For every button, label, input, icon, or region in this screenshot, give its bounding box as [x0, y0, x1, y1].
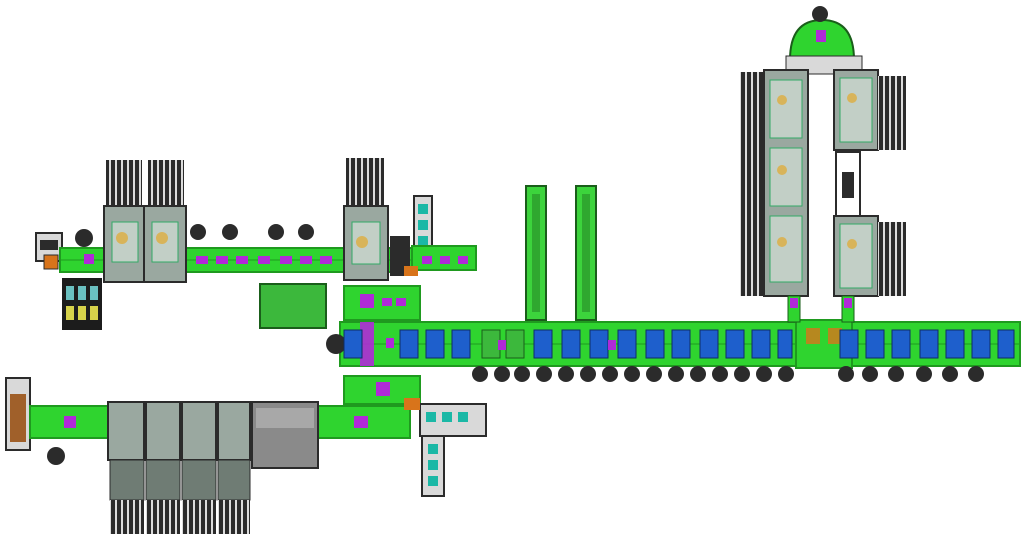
vertical-lifts	[525, 185, 597, 321]
lower-left-line	[5, 375, 487, 534]
main-conveyor-line	[326, 319, 1021, 382]
assembly-station-c	[343, 158, 389, 281]
output-rack	[404, 398, 487, 497]
side-platform	[259, 283, 327, 329]
drive-roller-left	[326, 334, 346, 354]
main-rollers	[472, 366, 984, 382]
lower-stations	[107, 401, 251, 534]
feeder-unit	[62, 278, 102, 330]
assembly-station-b	[143, 160, 187, 283]
pallets-left	[343, 329, 793, 359]
upper-rollers	[75, 224, 314, 247]
loop-right-column	[833, 69, 906, 297]
loop-cell	[740, 6, 906, 323]
assembly-station-a	[103, 160, 147, 283]
upper-fixtures	[84, 254, 332, 264]
upper-left-line	[35, 158, 477, 330]
pallets-right	[839, 329, 1015, 359]
loop-left-column	[740, 69, 809, 297]
